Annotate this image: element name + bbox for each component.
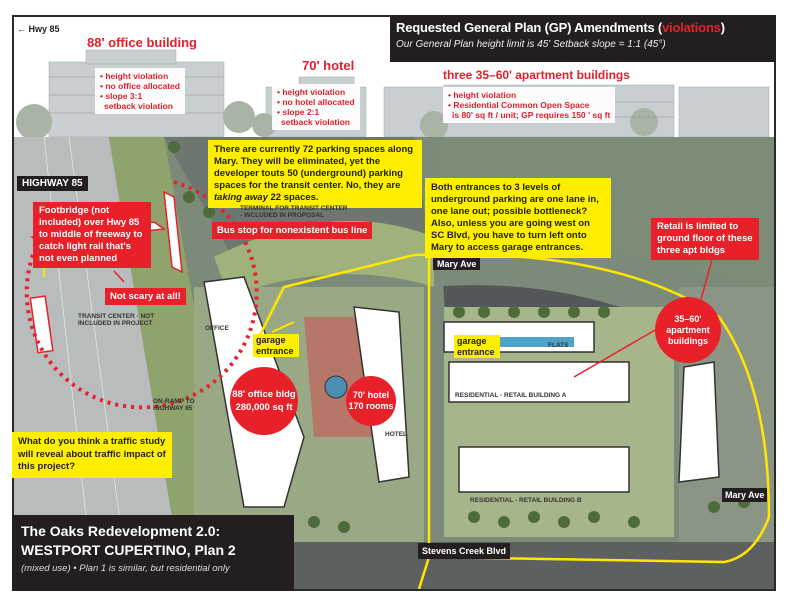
transit-terminal [163,190,183,274]
header-title: Requested General Plan (GP) Amendments (… [396,20,725,35]
poster-title-block: The Oaks Redevelopment 2.0: WESTPORT CUP… [12,515,294,591]
bullet: • slope 3:1 [100,91,143,101]
gp-amendments-header: Requested General Plan (GP) Amendments (… [390,15,776,62]
bullet: setback violation [281,117,350,127]
parking-note: There are currently 72 parking spaces al… [208,140,422,208]
dotted-circle [24,180,259,410]
highway-85-label: HIGHWAY 85 [17,176,88,191]
bullet: • no office allocated [100,81,180,91]
office-violations: • height violation • no office allocated… [95,68,185,114]
building-a [448,361,630,403]
transit-center [29,295,54,354]
mary-ave-label-2: Mary Ave [722,488,768,502]
hotel-label: HOTEL [385,431,408,438]
onramp-label: ON-RAMP TO HIGHWAY 85 [153,398,195,412]
retail-note: Retail is limited to ground floor of the… [651,218,759,260]
garage-entrance-1: garage entrance [253,334,299,357]
building-a-label: RESIDENTIAL - RETAIL BUILDING A [455,392,567,399]
stevens-creek-label: Stevens Creek Blvd [418,543,511,559]
header-subtitle: Our General Plan height limit is 45' Set… [396,39,666,50]
office-elevation-title: 88' office building [87,35,197,50]
not-scary-note: Not scary at all! [105,288,186,305]
title-line-2: WESTPORT CUPERTINO, Plan 2 [21,542,236,558]
bullet: is 80' sq ft / unit; GP requires 150 ' s… [452,110,611,120]
entrances-note: Both entrances to 3 levels of undergroun… [425,178,611,258]
bullet: • Residential Common Open Space [448,100,590,110]
bullet: • height violation [100,71,169,81]
building-b-label: RESIDENTIAL - RETAIL BUILDING B [470,497,582,504]
flats-label: FLATS [548,342,569,349]
traffic-study-note: What do you think a traffic study will r… [12,432,172,478]
title-subtitle: (mixed use) • Plan 1 is similar, but res… [21,563,230,574]
garage-entrance-2: garage entrance [454,335,500,358]
terminal-label: TERMINAL FOR TRANSIT CENTER - INCLUDED I… [240,205,348,219]
bus-stop-note: Bus stop for nonexistent bus line [212,222,373,239]
apartment-building-c [678,361,720,483]
building-b [458,446,630,493]
apartments-callout: 35–60' apartment buildings [655,297,721,363]
office-label: OFFICE [205,325,229,332]
bullet: setback violation [104,101,173,111]
bullet: • height violation [277,87,346,97]
bullet: • height violation [448,90,517,100]
footbridge-note: Footbridge (not included) over Hwy 85 to… [33,202,151,268]
apt-violations: • height violation • Residential Common … [443,87,616,123]
transit-center-label: TRANSIT CENTER - NOT INCLUDED IN PROJECT [78,313,155,327]
apt-elevation-title: three 35–60' apartment buildings [443,68,630,82]
bullet: • no hotel allocated [277,97,355,107]
hwy85-direction: ← Hwy 85 [17,24,60,34]
hotel-violations: • height violation • no hotel allocated … [272,84,360,130]
title-line-1: The Oaks Redevelopment 2.0: [21,523,221,539]
hotel-elevation-title: 70' hotel [302,58,355,73]
mary-ave-label: Mary Ave [433,258,481,270]
bullet: • slope 2:1 [277,107,320,117]
